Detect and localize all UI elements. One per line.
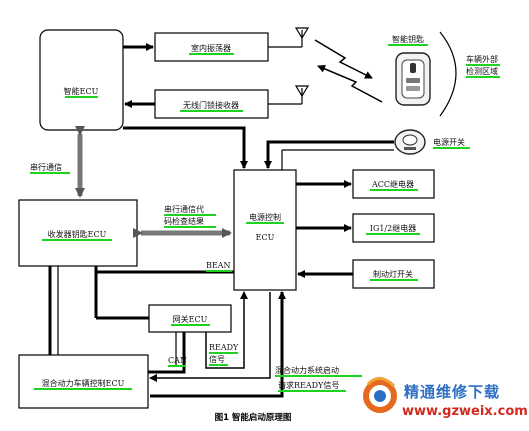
svg-text:READY: READY <box>209 343 239 352</box>
gateway-ecu-box <box>148 304 232 333</box>
svg-text:车辆外部检测区域: 车辆外部检测区域 <box>466 54 498 76</box>
wireless-receiver-label: 无线门锁接收器 <box>183 100 239 110</box>
signal-bolt-1 <box>314 39 373 79</box>
acc-relay-label: ACC继电器 <box>371 179 414 189</box>
hybrid-ecu-box <box>18 354 149 409</box>
immobiliser-ecu-label: 收发器钥匙ECU <box>48 229 107 239</box>
indoor-oscillator-box <box>154 32 269 62</box>
link-switch-power-ecu <box>264 140 394 169</box>
power-ecu-label: 电源控制 ECU <box>246 212 284 242</box>
watermark-brand: 精通维修下载 <box>404 383 500 401</box>
svg-text:码检查结果: 码检查结果 <box>164 216 204 226</box>
hybrid-ecu-label: 混合动力车辆控制ECU <box>42 378 125 388</box>
immobiliser-ecu-box <box>18 199 138 267</box>
svg-text:电源控制: 电源控制 <box>249 212 281 222</box>
acc-relay-box <box>352 169 435 199</box>
brake-switch-label: 制动灯开关 <box>373 269 413 279</box>
smart-key-label: 智能钥匙 <box>392 34 424 44</box>
signal-bolt-2 <box>317 65 383 103</box>
power-switch-label: 电源开关 <box>433 137 465 147</box>
svg-text:ECU: ECU <box>256 233 275 242</box>
request-ready-line <box>150 291 286 398</box>
watermark-logo <box>363 377 397 413</box>
serial-check-label: 串行通信代 码检查结果 <box>164 204 216 228</box>
ig-relay-label: IG1/2继电器 <box>370 223 416 233</box>
power-switch-icon <box>394 129 426 155</box>
request-ready-label: 请求READY信号 <box>278 380 339 390</box>
svg-text:串行通信代: 串行通信代 <box>164 204 204 214</box>
smart-ecu-label: 智能ECU <box>64 86 99 96</box>
vehicle-zone-label: 车辆外部检测区域 <box>466 54 500 78</box>
smart-key-icon <box>395 52 431 106</box>
ready-signal-label: READY 信号 <box>209 343 239 366</box>
hybrid-start-label: 混合动力系统启动 <box>275 365 339 375</box>
gateway-ecu-label: 网关ECU <box>173 314 208 324</box>
hybrid-start-line <box>149 292 271 382</box>
svg-text:信号: 信号 <box>209 354 225 364</box>
detection-zone-arc <box>439 31 457 117</box>
wireless-receiver-box <box>154 89 269 119</box>
bean-label: BEAN <box>206 261 231 270</box>
serial-comm-label: 串行通信 <box>30 162 62 172</box>
antenna-1-icon <box>294 27 310 40</box>
can-bus <box>148 332 186 374</box>
indoor-oscillator-label: 室内振荡器 <box>191 43 231 53</box>
diagram-caption: 图1 智能启动原理图 <box>215 412 292 423</box>
can-label: CAN <box>168 356 187 365</box>
power-ecu-box <box>233 169 297 291</box>
antenna-2-icon <box>294 85 310 98</box>
link-ecu-power-ecu <box>123 126 248 169</box>
ig-relay-box <box>352 213 435 243</box>
watermark-url: www.gzweix.com <box>402 404 528 419</box>
smart-ecu-box <box>39 29 124 131</box>
ready-signal-line <box>205 291 248 369</box>
